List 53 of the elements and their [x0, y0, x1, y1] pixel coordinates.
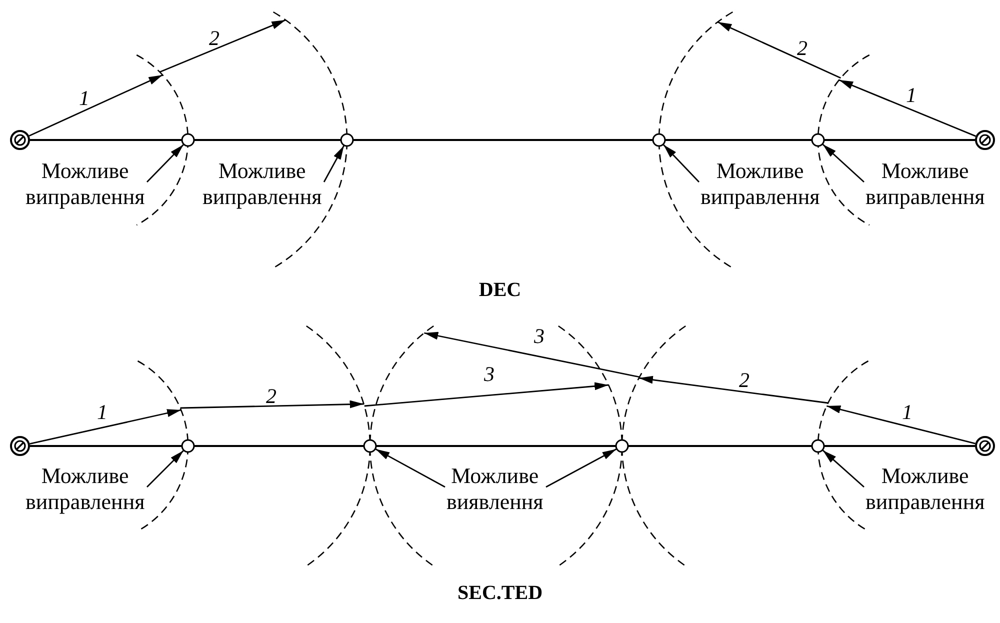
edge-label: 1 [97, 401, 108, 423]
arrow [838, 79, 976, 137]
leader-line [146, 144, 184, 182]
point-circle [652, 133, 666, 147]
leader-line [546, 448, 617, 488]
step-number: 2 [739, 369, 750, 391]
point-circle [363, 439, 377, 453]
codeword-symbol [10, 436, 30, 456]
step-number: 3 [534, 325, 544, 347]
codeword-symbol [10, 130, 30, 150]
edge-label: 1 [902, 401, 912, 423]
line-segment [824, 445, 975, 447]
step-number: 2 [266, 385, 276, 407]
step-number: 2 [209, 27, 220, 49]
line-segment [824, 139, 975, 141]
annotation-text: Можливе виправлення [866, 463, 985, 515]
step-number: 2 [797, 37, 808, 59]
line-segment [354, 139, 652, 141]
point-circle [811, 133, 825, 147]
arrow [28, 74, 163, 136]
leader-line [822, 144, 864, 183]
edge-label: 1 [79, 87, 90, 109]
annotation-text: Можливе виявлення [446, 463, 544, 515]
leader-line [146, 450, 184, 488]
line-segment [30, 445, 182, 447]
annotation-text: Можливе виправлення [202, 158, 322, 210]
annotation-text: Можливе виправлення [26, 158, 145, 210]
leader-line [375, 448, 446, 488]
edge-label: 1 [906, 84, 916, 106]
point-circle [181, 133, 195, 147]
line-segment [628, 445, 812, 447]
point-circle [615, 439, 629, 453]
line-segment [194, 445, 364, 447]
leader-line [822, 450, 864, 488]
point-circle [811, 439, 825, 453]
point-circle [181, 439, 195, 453]
leader-line [323, 145, 344, 182]
step-number: 3 [484, 363, 494, 385]
line-segment [666, 139, 812, 141]
codeword-symbol [975, 130, 995, 150]
codeword-symbol [975, 436, 995, 456]
caption: DEC [478, 279, 522, 302]
line-segment [194, 139, 340, 141]
caption: SEC.TED [456, 582, 544, 605]
arrow [826, 405, 976, 444]
annotation-text: Можливе виправлення [700, 158, 820, 210]
leader-line [662, 144, 700, 182]
annotation-text: Можливе виправлення [866, 158, 985, 210]
point-circle [340, 133, 354, 147]
line-segment [376, 445, 616, 447]
annotation-text: Можливе виправлення [26, 463, 145, 515]
line-segment [30, 139, 182, 141]
arrow [30, 409, 182, 444]
